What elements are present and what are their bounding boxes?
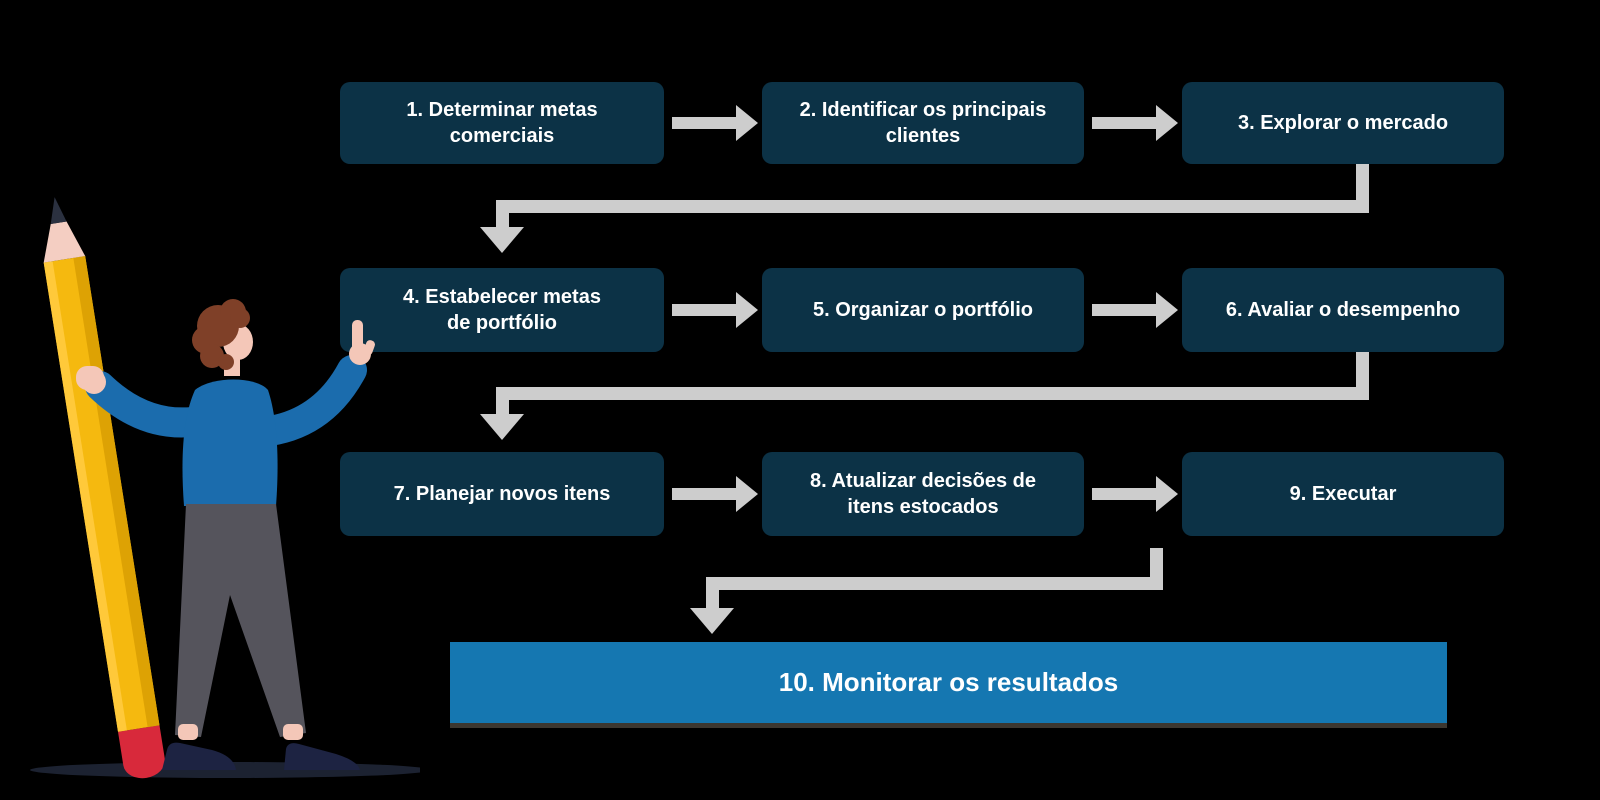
step-box-2: 2. Identificar os principais clientes bbox=[762, 82, 1084, 164]
person-graphic bbox=[76, 299, 375, 770]
step-box-5: 5. Organizar o portfólio bbox=[762, 268, 1084, 352]
person-left-shoe bbox=[162, 742, 236, 770]
arrow-8-to-9 bbox=[1092, 476, 1178, 512]
person-sweater bbox=[182, 379, 278, 506]
arrow-down-icon bbox=[690, 608, 734, 634]
connector-row2-row3-horizontal bbox=[496, 387, 1369, 400]
person-left-hand bbox=[76, 366, 106, 394]
person-right-ankle bbox=[283, 724, 303, 740]
arrow-2-to-3 bbox=[1092, 105, 1178, 141]
arrow-4-to-5 bbox=[672, 292, 758, 328]
person-left-ankle bbox=[178, 724, 198, 740]
pencil-wood-tip bbox=[43, 221, 86, 263]
step-box-9: 9. Executar bbox=[1182, 452, 1504, 536]
person-pencil-illustration bbox=[30, 197, 420, 779]
pencil-eraser bbox=[118, 725, 165, 779]
arrow-down-icon bbox=[480, 414, 524, 440]
step-box-4: 4. Estabelecer metas de portfólio bbox=[340, 268, 664, 352]
arrow-right-icon bbox=[1156, 476, 1178, 512]
step-box-10-final: 10. Monitorar os resultados bbox=[450, 642, 1447, 723]
connector-row1-row2-horizontal bbox=[496, 200, 1369, 213]
arrow-right-icon bbox=[1156, 292, 1178, 328]
pencil-graphite-tip bbox=[50, 197, 67, 225]
arrow-right-icon bbox=[736, 105, 758, 141]
arrow-right-icon bbox=[736, 292, 758, 328]
step-box-8: 8. Atualizar decisões de itens estocados bbox=[762, 452, 1084, 536]
step-box-1: 1. Determinar metas comerciais bbox=[340, 82, 664, 164]
person-right-arm bbox=[247, 355, 367, 447]
person-hair bbox=[192, 299, 250, 370]
pencil-graphic bbox=[43, 197, 165, 779]
arrow-right-icon bbox=[736, 476, 758, 512]
arrow-down-icon bbox=[480, 227, 524, 253]
pointing-finger bbox=[352, 320, 363, 354]
person-pants bbox=[175, 504, 306, 737]
arrow-7-to-8 bbox=[672, 476, 758, 512]
person-pointing-hand bbox=[349, 320, 375, 365]
step-box-7: 7. Planejar novos itens bbox=[340, 452, 664, 536]
connector-row3-final-horizontal bbox=[706, 577, 1163, 590]
step-box-3: 3. Explorar o mercado bbox=[1182, 82, 1504, 164]
arrow-5-to-6 bbox=[1092, 292, 1178, 328]
step-box-6: 6. Avaliar o desempenho bbox=[1182, 268, 1504, 352]
arrow-1-to-2 bbox=[672, 105, 758, 141]
person-right-shoe bbox=[284, 743, 360, 770]
arrow-right-icon bbox=[1156, 105, 1178, 141]
pencil-facet-light bbox=[43, 261, 127, 732]
